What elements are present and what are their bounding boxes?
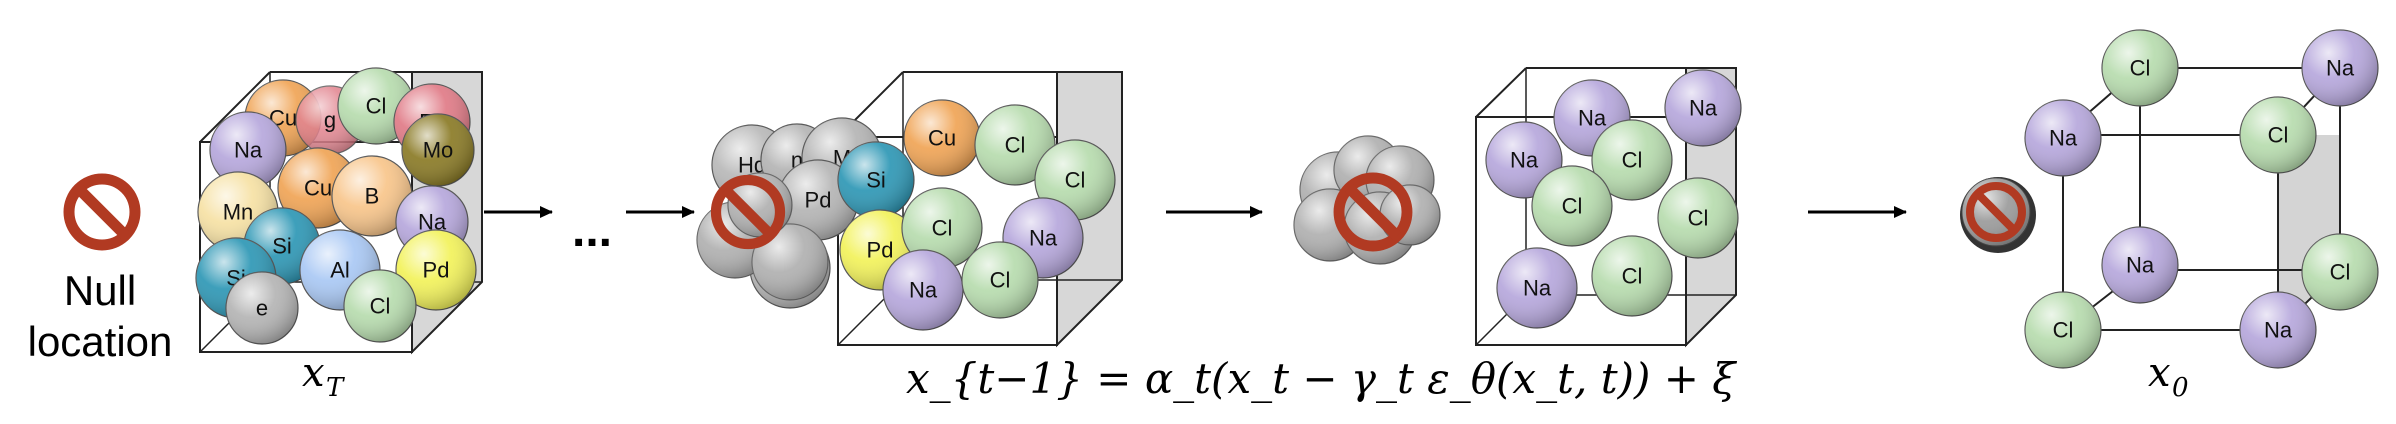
svg-text:Na: Na — [234, 138, 263, 163]
svg-text:Cu: Cu — [928, 126, 956, 151]
atom-na: Na — [2239, 291, 2317, 369]
null-sign-icon — [1966, 182, 2026, 242]
svg-text:Pd: Pd — [423, 258, 450, 283]
svg-text:Al: Al — [330, 258, 350, 283]
label-xT: x T — [302, 350, 345, 403]
atom-na: Na — [2101, 226, 2179, 304]
svg-text:Na: Na — [1510, 148, 1539, 173]
atom-cu: Cu — [903, 99, 981, 177]
atom-mo: Mo — [401, 113, 475, 187]
null-sign-icon — [710, 174, 786, 250]
svg-text:Na: Na — [1578, 106, 1607, 131]
atom-cl: Cl — [1591, 235, 1673, 317]
svg-text:Na: Na — [2264, 318, 2293, 343]
stage1-atom-cluster: CugClFeNaMoMnCuBSiNaSiAlPdCle — [195, 67, 477, 345]
svg-text:Na: Na — [2326, 56, 2355, 81]
stage4-null-atom — [1960, 177, 2036, 253]
svg-text:Cl: Cl — [1005, 133, 1026, 158]
atom-e: e — [225, 271, 299, 345]
svg-text:Pd: Pd — [867, 238, 894, 263]
atom-na: Na — [1496, 247, 1578, 329]
atom-cl: Cl — [343, 269, 417, 343]
atom-cl: Cl — [901, 187, 983, 269]
update-equation: x_{t−1} = α_t(x_t − γ_t ε_θ(x_t, t)) + ξ — [906, 354, 1737, 403]
ellipsis: ... — [572, 204, 612, 257]
svg-text:x: x — [302, 350, 325, 396]
svg-text:Cl: Cl — [370, 294, 391, 319]
svg-text:Cu: Cu — [304, 176, 332, 201]
svg-text:Cl: Cl — [2053, 318, 2074, 343]
svg-text:Cl: Cl — [1065, 168, 1086, 193]
atom-na: Na — [2024, 99, 2102, 177]
atom-cl: Cl — [961, 241, 1039, 319]
atom-cl: Cl — [2301, 233, 2379, 311]
svg-text:Cl: Cl — [1562, 194, 1583, 219]
svg-text:Cl: Cl — [1688, 206, 1709, 231]
svg-text:Cl: Cl — [366, 94, 387, 119]
atom-na: Na — [2301, 29, 2379, 107]
null-sign-icon — [1333, 172, 1413, 252]
svg-text:g: g — [324, 108, 336, 133]
svg-text:Na: Na — [2126, 253, 2155, 278]
svg-text:Cl: Cl — [2130, 56, 2151, 81]
label-x0: x 0 — [2148, 350, 2189, 403]
stage3-null-cluster — [1293, 135, 1441, 265]
svg-text:Mo: Mo — [423, 138, 454, 163]
svg-text:Na: Na — [909, 278, 938, 303]
atom-na: Na — [209, 111, 287, 189]
null-location-line1: Null — [64, 267, 136, 314]
svg-text:Si: Si — [272, 234, 292, 259]
null-location-icon — [63, 173, 141, 251]
svg-text:x: x — [2148, 350, 2171, 396]
null-location-line2: location — [28, 318, 173, 365]
stage2-atom-cluster: HgnMPdCuClSiClPdClNaBNaCl — [711, 99, 1116, 331]
atom-cl: Cl — [1531, 165, 1613, 247]
atom-cl: Cl — [2101, 29, 2179, 107]
atom-pd: Pd — [395, 229, 477, 311]
atom-cl: Cl — [1657, 177, 1739, 259]
svg-text:0: 0 — [2172, 373, 2189, 403]
svg-text:Si: Si — [866, 168, 886, 193]
svg-text:B: B — [365, 184, 380, 209]
atom-na: Na — [882, 249, 964, 331]
svg-text:Cl: Cl — [990, 268, 1011, 293]
svg-text:e: e — [256, 296, 268, 321]
svg-text:Cl: Cl — [932, 216, 953, 241]
stage2-null-cluster — [696, 172, 829, 301]
atom-si: Si — [837, 141, 915, 219]
svg-text:Na: Na — [1523, 276, 1552, 301]
svg-text:Na: Na — [2049, 126, 2078, 151]
svg-text:T: T — [326, 373, 345, 403]
svg-text:Mn: Mn — [223, 200, 254, 225]
svg-text:Cl: Cl — [1622, 264, 1643, 289]
atom-cl: Cl — [2024, 291, 2102, 369]
svg-text:Na: Na — [1689, 96, 1718, 121]
atom-na: Na — [1664, 69, 1742, 147]
svg-text:Cl: Cl — [2268, 123, 2289, 148]
atom-cl: Cl — [2239, 96, 2317, 174]
atom-b: B — [331, 155, 413, 237]
svg-text:Cl: Cl — [2330, 260, 2351, 285]
svg-text:Pd: Pd — [805, 188, 832, 213]
atom-cl: Cl — [974, 104, 1056, 186]
svg-text:Na: Na — [1029, 226, 1058, 251]
svg-text:Cl: Cl — [1622, 148, 1643, 173]
atom-cl: Cl — [1591, 119, 1673, 201]
